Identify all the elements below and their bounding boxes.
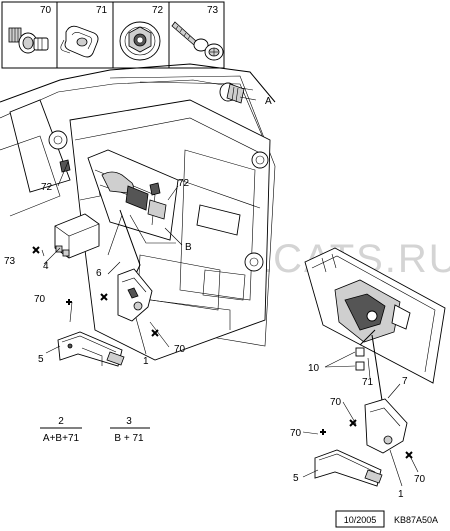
legend-label-71: 71: [96, 5, 108, 16]
callout-7: 7: [402, 376, 408, 387]
fastener-a-icon: [219, 82, 245, 104]
legend-cell-73: 73: [171, 5, 224, 61]
screw-marker-70f: [405, 451, 413, 459]
formula-3-number: 3: [126, 416, 132, 427]
formula-2: 2 A+B+71: [40, 416, 82, 444]
leader-lines: [41, 96, 419, 487]
legend-cell-70: 70: [8, 5, 52, 54]
callout-70-right-mid: 70: [290, 428, 302, 439]
callout-6: 6: [96, 268, 102, 279]
formula-2-number: 2: [58, 416, 64, 427]
callout-72-left: 72: [41, 182, 53, 193]
grommet-nut-icon: [119, 21, 161, 61]
callout-70-left: 70: [34, 294, 46, 305]
wood-screw-icon: [171, 21, 224, 61]
callout-a: A: [265, 96, 272, 107]
legend-cell-71: 71: [60, 5, 108, 58]
cable-clip-icon: [60, 25, 99, 58]
parts-legend: 70 71 72: [1, 1, 225, 69]
footer-stamp: 10/2005 KB87A50A: [335, 510, 438, 528]
callout-5-right: 5: [293, 473, 299, 484]
screw-with-washer-icon: [8, 27, 49, 54]
legend-label-73: 73: [207, 5, 219, 16]
callout-5-left: 5: [38, 354, 44, 365]
latch-bracket-1: [117, 268, 153, 322]
callout-10: 10: [308, 363, 320, 374]
callout-b: B: [185, 242, 192, 253]
screw-marker-70e: [320, 429, 326, 435]
screw-marker-70d: [349, 419, 357, 427]
callout-70-right-bottom: 70: [414, 474, 426, 485]
callout-1-right: 1: [398, 489, 404, 500]
callout-73: 73: [4, 256, 16, 267]
callout-labels: 72 72 4 73 6 70 5 1 70 A B 10 71 7 70 70…: [4, 96, 426, 500]
module-box-4: [54, 213, 100, 259]
formula-2-composition: A+B+71: [43, 433, 80, 444]
screw-marker-73: [32, 246, 40, 254]
callout-70-right-top: 70: [330, 397, 342, 408]
formula-3: 3 B + 71: [110, 416, 150, 444]
callout-1-left: 1: [143, 356, 149, 367]
detail-view-right: [304, 247, 446, 487]
legend-label-70: 70: [40, 5, 52, 16]
footer-code: KB87A50A: [394, 515, 438, 525]
callout-71: 71: [362, 377, 374, 388]
callout-72-right: 72: [178, 178, 190, 189]
screw-marker-70b: [100, 293, 108, 301]
legend-label-72: 72: [152, 5, 164, 16]
kit-formulas: 2 A+B+71 3 B + 71: [40, 416, 150, 444]
callout-70-center: 70: [174, 344, 186, 355]
formula-3-composition: B + 71: [114, 433, 144, 444]
callout-4: 4: [43, 261, 49, 272]
support-bracket-5: [57, 331, 125, 367]
screw-marker-70a: [66, 299, 72, 305]
footer-date: 10/2005: [344, 515, 377, 525]
legend-cell-72: 72: [119, 5, 164, 61]
screw-marker-70c: [151, 329, 159, 337]
screw-markers: [32, 246, 413, 459]
